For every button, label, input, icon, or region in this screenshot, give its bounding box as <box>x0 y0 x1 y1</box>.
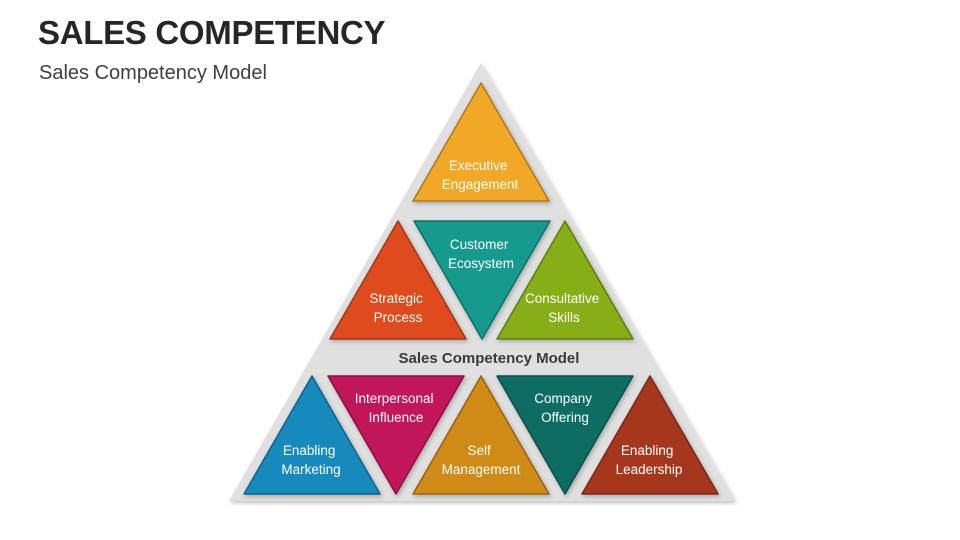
segment-label-line: Enabling <box>283 443 336 458</box>
segment-triangle <box>412 82 550 202</box>
segment-triangle <box>327 375 465 495</box>
segment-triangle <box>243 375 381 495</box>
segment-label-line: Company <box>534 391 592 406</box>
svg-text:Consultative Skills: Consultative Skills <box>525 291 603 325</box>
segment-label-line: Influence <box>369 410 424 425</box>
segment-label-line: Interpersonal <box>355 391 434 406</box>
segment-consultative-skills: Consultative Skills <box>496 220 634 340</box>
svg-text:Strategic Process: Strategic Process <box>369 291 426 325</box>
segment-self-management: Self Management <box>412 375 550 495</box>
segment-label-line: Skills <box>548 310 580 325</box>
segment-label-line: Process <box>374 310 423 325</box>
segment-enabling-leadership: Enabling Leadership <box>581 375 719 495</box>
segment-label-line: Ecosystem <box>448 256 514 271</box>
segment-label-line: Executive <box>449 158 508 173</box>
svg-text:Company Offering: Company Offering <box>534 391 596 425</box>
segment-company-offering: Company Offering <box>496 375 634 495</box>
segment-label-line: Management <box>442 462 521 477</box>
segment-label-line: Strategic <box>369 291 423 306</box>
segment-label-line: Self <box>467 443 491 458</box>
segment-customer-ecosystem: Customer Ecosystem <box>413 220 551 340</box>
svg-text:Interpersonal Influence: Interpersonal Influence <box>355 391 438 425</box>
svg-text:Self Management: Self Management <box>442 443 521 477</box>
segment-triangle <box>496 375 634 495</box>
segment-label-line: Leadership <box>616 462 683 477</box>
band-label: Sales Competency Model <box>399 350 580 367</box>
svg-text:Enabling Marketing: Enabling Marketing <box>281 443 340 477</box>
segment-triangle <box>413 220 551 340</box>
svg-text:Customer Ecosystem: Customer Ecosystem <box>448 237 514 271</box>
segment-triangle <box>329 220 467 340</box>
segment-interpersonal-influence: Interpersonal Influence <box>327 375 465 495</box>
segment-triangle <box>412 375 550 495</box>
segment-triangle <box>581 375 719 495</box>
segment-label-line: Customer <box>450 237 509 252</box>
slide-subtitle: Sales Competency Model <box>39 62 267 84</box>
segment-label-line: Marketing <box>281 462 340 477</box>
segment-label-line: Enabling <box>621 443 674 458</box>
segment-label-line: Engagement <box>442 177 519 192</box>
svg-text:Enabling Leadership: Enabling Leadership <box>616 443 683 477</box>
segment-triangle <box>496 220 634 340</box>
svg-text:Executive Engagement: Executive Engagement <box>442 158 519 192</box>
segment-strategic-process: Strategic Process <box>329 220 467 340</box>
segment-executive-engagement: Executive Engagement <box>412 82 550 202</box>
segment-label-line: Offering <box>541 410 589 425</box>
segment-enabling-marketing: Enabling Marketing <box>243 375 381 495</box>
segment-label-line: Consultative <box>525 291 599 306</box>
slide-title: SALES COMPETENCY <box>38 14 386 51</box>
